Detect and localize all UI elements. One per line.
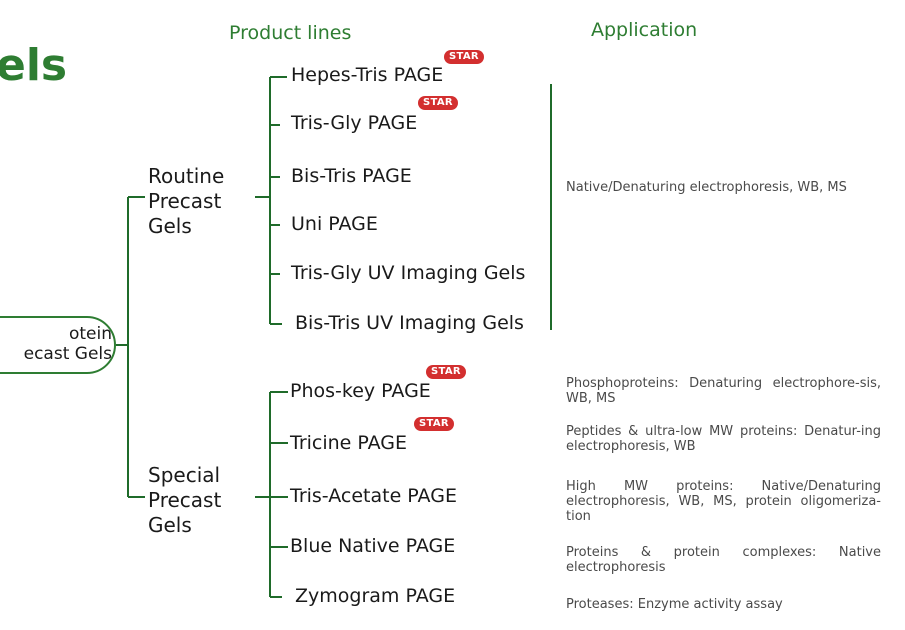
product-bis-tris: Bis-Tris PAGE bbox=[291, 165, 412, 187]
category-routine-line1: Routine bbox=[148, 164, 225, 188]
star-badge: STAR bbox=[426, 365, 466, 379]
page-title: els bbox=[0, 40, 68, 91]
application-routine: Native/Denaturing electrophoresis, WB, M… bbox=[566, 180, 847, 195]
product-zymogram: Zymogram PAGE bbox=[295, 585, 456, 607]
category-special: Special Precast Gels bbox=[148, 463, 221, 538]
product-blue-native: Blue Native PAGE bbox=[290, 535, 456, 557]
product-uni: Uni PAGE bbox=[291, 213, 378, 235]
star-badge: STAR bbox=[414, 417, 454, 431]
application-header: Application bbox=[591, 19, 698, 41]
category-routine-line2: Precast bbox=[148, 189, 222, 213]
root-label-line1: otein bbox=[68, 324, 112, 344]
product-tris-acetate: Tris-Acetate PAGE bbox=[290, 485, 457, 507]
product-hepes-tris: Hepes-Tris PAGE bbox=[291, 64, 444, 86]
category-special-line3: Gels bbox=[148, 513, 192, 537]
application-tris-acetate: High MW proteins: Native/Denaturing elec… bbox=[566, 479, 881, 524]
product-tris-gly-uv: Tris-Gly UV Imaging Gels bbox=[291, 262, 526, 284]
product-bis-tris-uv: Bis-Tris UV Imaging Gels bbox=[295, 312, 524, 334]
root-label: otein ecast Gels bbox=[0, 324, 112, 364]
category-routine: Routine Precast Gels bbox=[148, 164, 224, 239]
product-phos-key: Phos-key PAGE bbox=[290, 380, 431, 402]
root-node bbox=[0, 316, 116, 374]
product-tricine: Tricine PAGE bbox=[290, 432, 408, 454]
category-special-line2: Precast bbox=[148, 488, 222, 512]
category-special-line1: Special bbox=[148, 463, 221, 487]
category-routine-line3: Gels bbox=[148, 214, 192, 238]
root-label-line2: ecast Gels bbox=[23, 344, 112, 364]
application-tricine: Peptides & ultra-low MW proteins: Denatu… bbox=[566, 424, 881, 454]
application-phos-key: Phosphoproteins: Denaturing electrophore… bbox=[566, 376, 881, 406]
product-tris-gly: Tris-Gly PAGE bbox=[291, 112, 418, 134]
application-zymogram: Proteases: Enzyme activity assay bbox=[566, 597, 783, 612]
star-badge: STAR bbox=[418, 96, 458, 110]
application-blue-native: Proteins & protein complexes: Native ele… bbox=[566, 545, 881, 575]
product-lines-header: Product lines bbox=[229, 22, 352, 44]
star-badge: STAR bbox=[444, 50, 484, 64]
